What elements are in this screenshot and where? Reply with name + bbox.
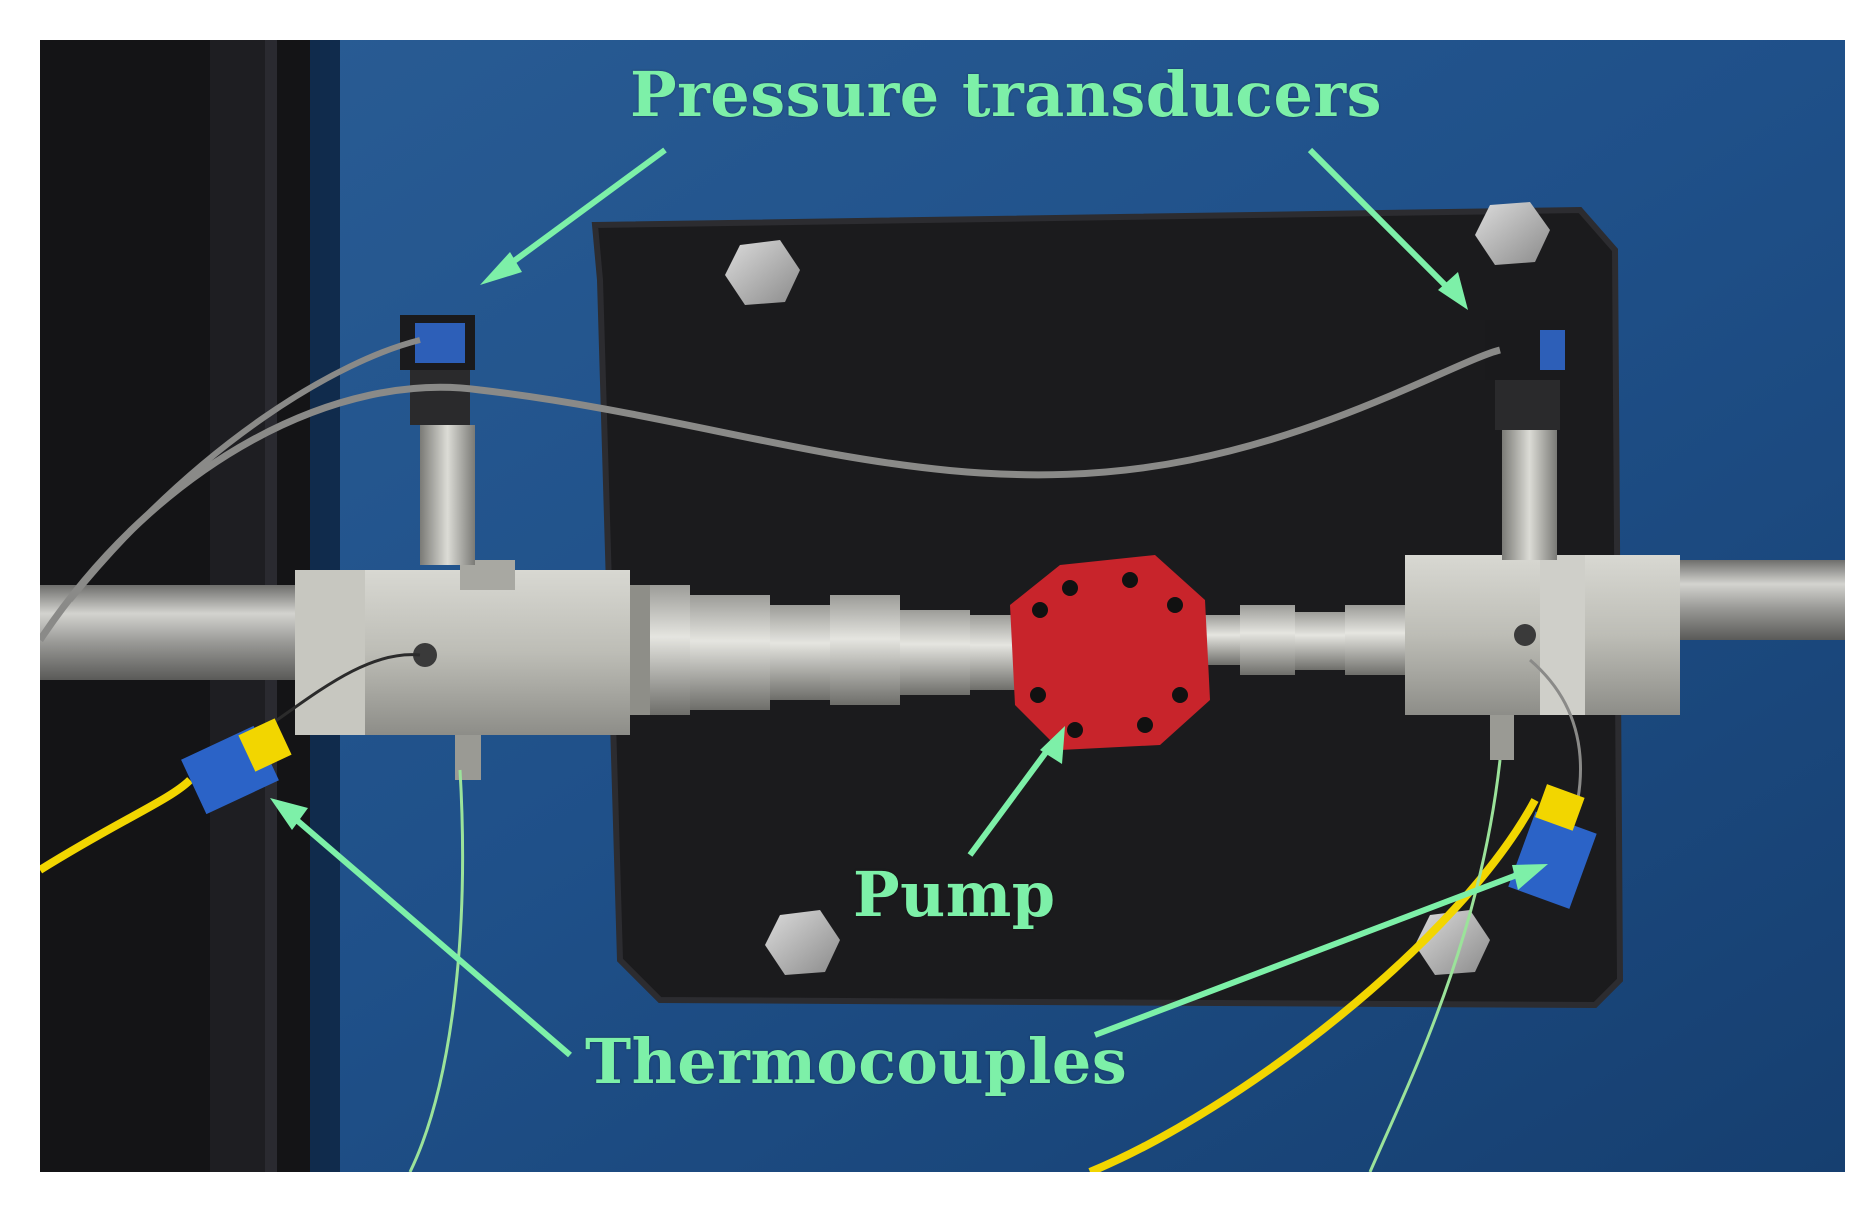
thermocouple-wire-left: [269, 653, 421, 727]
plate-bolt-top-right: [1475, 202, 1550, 265]
fitting-chain: [650, 585, 1405, 715]
annotation-arrows: [270, 147, 1548, 1058]
gear-pump: [1010, 555, 1210, 750]
pipe-right: [1660, 560, 1845, 640]
thermocouple-connector-right: [1508, 784, 1597, 909]
transducer-cable: [40, 346, 1501, 642]
thermocouple-connector-left: [181, 718, 292, 815]
right-tee-block: [1405, 555, 1680, 760]
right-pressure-transducer: [1485, 320, 1570, 560]
plate-bolt-bottom-left: [765, 910, 840, 975]
test-rig-photo: [40, 40, 1845, 1172]
left-pressure-transducer: [400, 315, 475, 565]
pressure-transducers-label: Pressure transducers: [630, 58, 1382, 131]
plate-bolt-top-left: [725, 240, 800, 305]
thermocouples-label: Thermocouples: [585, 1025, 1128, 1098]
pump-label: Pump: [853, 858, 1056, 931]
